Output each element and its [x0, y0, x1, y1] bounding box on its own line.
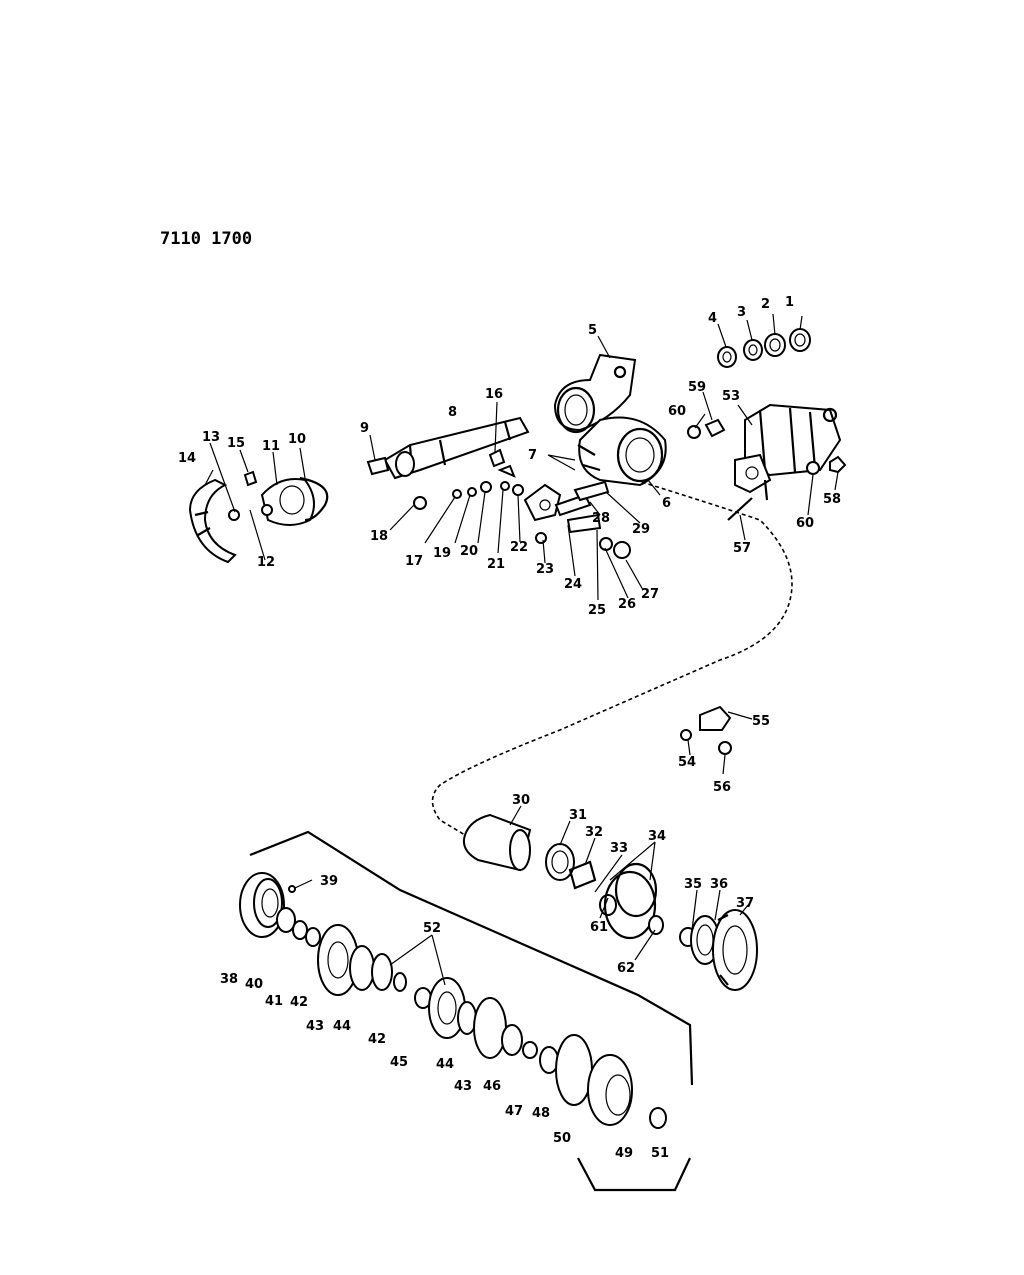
- label-49: 49: [615, 1146, 633, 1161]
- label-25: 25: [588, 603, 606, 618]
- small-nuts-59-60-58: [687, 418, 847, 475]
- label-59: 59: [688, 380, 706, 395]
- label-52: 52: [423, 921, 441, 936]
- label-44-second: 44: [436, 1057, 454, 1072]
- label-48: 48: [532, 1106, 550, 1121]
- part-16: [488, 448, 506, 468]
- label-41: 41: [265, 994, 283, 1009]
- label-42: 42: [290, 995, 308, 1010]
- label-15: 15: [227, 436, 245, 451]
- label-61: 61: [590, 920, 608, 935]
- label-60-second: 60: [796, 516, 814, 531]
- label-33: 33: [610, 841, 628, 856]
- label-36: 36: [710, 877, 728, 892]
- label-38: 38: [220, 972, 238, 987]
- label-3: 3: [737, 305, 746, 320]
- label-32: 32: [585, 825, 603, 840]
- label-27: 27: [641, 587, 659, 602]
- label-11: 11: [262, 439, 280, 454]
- label-39: 39: [320, 874, 338, 889]
- label-51: 51: [651, 1146, 669, 1161]
- label-53: 53: [722, 389, 740, 404]
- label-5: 5: [588, 323, 597, 338]
- label-10: 10: [288, 432, 306, 447]
- label-2: 2: [761, 297, 770, 312]
- label-18: 18: [370, 529, 388, 544]
- label-7: 7: [528, 448, 537, 463]
- label-54: 54: [678, 755, 696, 770]
- label-23: 23: [536, 562, 554, 577]
- label-56: 56: [713, 780, 731, 795]
- gear-box: [734, 403, 842, 501]
- label-4: 4: [708, 311, 717, 326]
- label-46: 46: [483, 1079, 501, 1094]
- label-14: 14: [178, 451, 196, 466]
- cylinder: [462, 813, 664, 940]
- label-24: 24: [564, 577, 582, 592]
- drawing-code: 7110 1700: [160, 229, 252, 249]
- part-number-labels: 1 2 3 4 5 6 7 8 9 10 11 12 13 14 15 16 1…: [178, 295, 841, 1161]
- label-20: 20: [460, 544, 478, 559]
- label-12: 12: [257, 555, 275, 570]
- input-shaft: [366, 416, 530, 480]
- label-47: 47: [505, 1104, 523, 1119]
- label-45: 45: [390, 1055, 408, 1070]
- label-1: 1: [785, 295, 794, 310]
- label-34: 34: [648, 829, 666, 844]
- label-44: 44: [333, 1019, 351, 1034]
- group-bracket-top: [249, 830, 694, 1086]
- label-21: 21: [487, 557, 505, 572]
- label-17: 17: [405, 554, 423, 569]
- end-cover: [679, 909, 758, 991]
- label-42-second: 42: [368, 1032, 386, 1047]
- label-6: 6: [662, 496, 671, 511]
- label-16: 16: [485, 387, 503, 402]
- label-35: 35: [684, 877, 702, 892]
- label-26: 26: [618, 597, 636, 612]
- label-55: 55: [752, 714, 770, 729]
- label-43: 43: [306, 1019, 324, 1034]
- assembly-path-line: [431, 479, 793, 836]
- label-9: 9: [360, 421, 369, 436]
- label-29: 29: [632, 522, 650, 537]
- valve-disk-stack: [239, 872, 667, 1129]
- steering-housing: [553, 353, 667, 487]
- label-19: 19: [433, 546, 451, 561]
- label-8: 8: [448, 405, 457, 420]
- label-30: 30: [512, 793, 530, 808]
- label-58: 58: [823, 492, 841, 507]
- part-54-56: [680, 705, 732, 755]
- label-57: 57: [733, 541, 751, 556]
- ring-parts-1-4: [717, 328, 811, 368]
- label-50: 50: [553, 1131, 571, 1146]
- label-40: 40: [245, 977, 263, 992]
- label-62: 62: [617, 961, 635, 976]
- label-37: 37: [736, 896, 754, 911]
- valve-parts: [413, 464, 631, 559]
- label-31: 31: [569, 808, 587, 823]
- label-13: 13: [202, 430, 220, 445]
- label-28: 28: [592, 511, 610, 526]
- label-43-second: 43: [454, 1079, 472, 1094]
- label-60: 60: [668, 404, 686, 419]
- label-22: 22: [510, 540, 528, 555]
- group-bracket-bottom: [577, 1157, 691, 1192]
- leader-lines: [204, 313, 839, 986]
- part-10-15: [188, 470, 329, 564]
- part-57: [727, 497, 753, 521]
